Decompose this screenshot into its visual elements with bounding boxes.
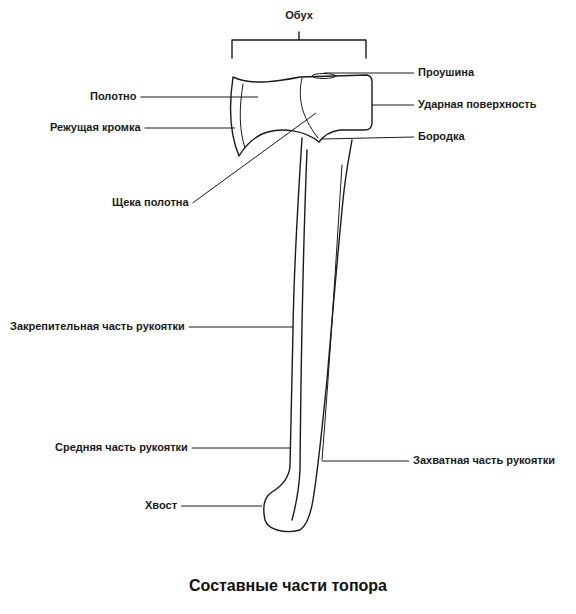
leader-line	[145, 128, 235, 129]
leader-line	[189, 327, 293, 328]
axe-head	[231, 75, 372, 156]
leader-line	[140, 97, 258, 98]
part-label: Обух	[285, 9, 313, 22]
part-label: Щека полотна	[112, 196, 189, 209]
part-label: Закрепительная часть рукоятки	[10, 320, 185, 333]
part-label: Ударная поверхность	[418, 98, 536, 111]
cheek-line	[300, 78, 318, 138]
leader-line	[324, 73, 414, 74]
handle-grain	[292, 150, 307, 520]
leader-line	[372, 105, 414, 106]
eye	[312, 74, 336, 79]
leader-line	[181, 506, 262, 507]
leader-line	[322, 461, 409, 462]
blade-bevel	[240, 84, 245, 148]
part-label: Бородка	[418, 130, 465, 143]
handle-grain	[322, 165, 342, 460]
part-label: Полотно	[90, 90, 136, 103]
handle	[264, 138, 352, 532]
leader-line	[322, 137, 414, 139]
leader-line	[192, 448, 290, 449]
part-label: Режущая кромка	[50, 121, 141, 134]
part-label: Средняя часть рукоятки	[55, 441, 188, 454]
part-label: Проушина	[418, 66, 474, 79]
bracket	[232, 32, 366, 58]
part-label: Хвост	[145, 499, 177, 512]
caption: Составные части топора	[189, 577, 387, 595]
leader-line	[193, 113, 316, 203]
part-label: Захватная часть рукоятки	[413, 454, 555, 467]
